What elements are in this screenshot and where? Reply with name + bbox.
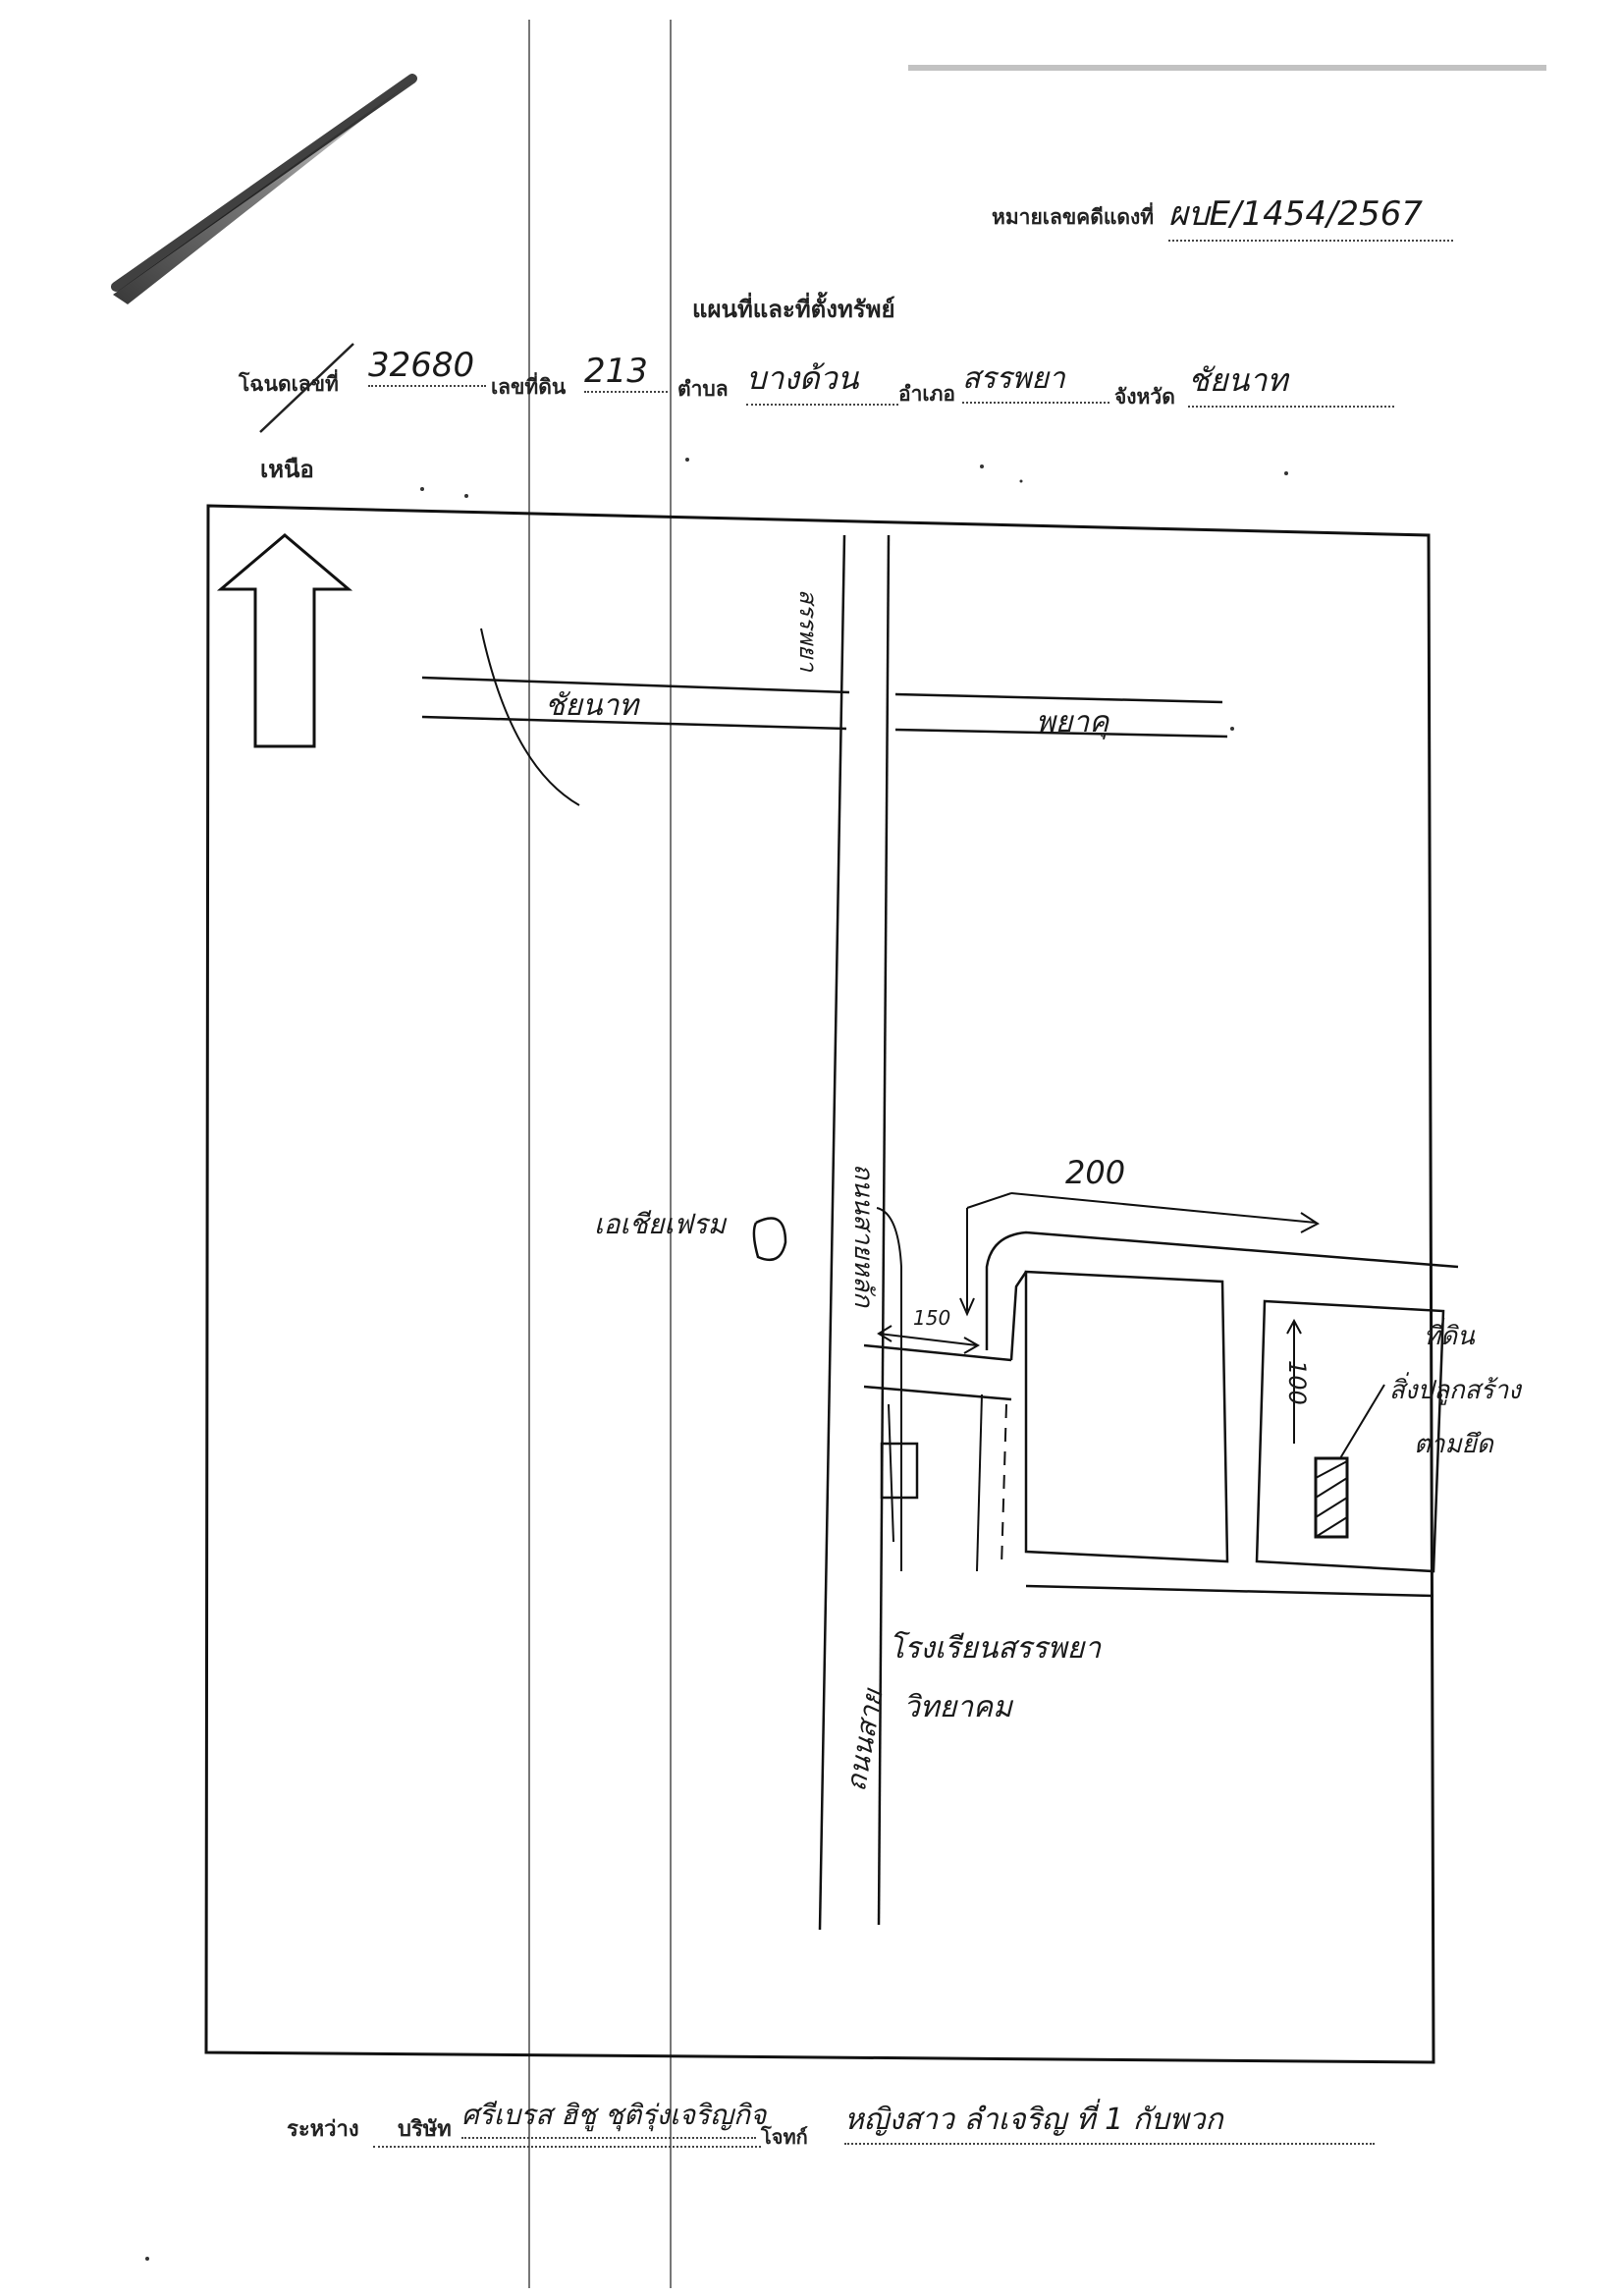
dimension-right: 100 [1283,1360,1311,1405]
map-frame [204,504,1435,2064]
road-label-vertical-mid: ถนนสายหลัก [848,1164,878,1307]
road-label-top-left: ชัยนาท [545,688,639,723]
north-slash [259,343,354,433]
land-no-value: 213 [584,352,668,393]
road-label-vertical-top: สรรพยา [794,589,822,672]
north-arrow-icon [216,533,353,748]
scan-smudge [111,65,1546,304]
between-label: ระหว่าง [287,2116,359,2142]
property-label-line2: สิ่งปลูกสร้าง [1389,1376,1521,1405]
footer-left-dotline [373,2146,761,2148]
plaintiff-role-label: โจทก์ [761,2125,808,2149]
province-label: จังหวัด [1114,384,1175,409]
dimension-top: 200 [1065,1154,1126,1191]
scan-line-left [528,20,530,2288]
deed-value: 32680 [368,346,486,387]
case-number-value: ผบE/1454/2567 [1168,187,1453,242]
defendant-value: หญิงสาว ลำเจริญ ที่ 1 กับพวก [844,2097,1375,2145]
district-value: สรรพยา [962,355,1109,404]
landmark-school-line1: โรงเรียนสรรพยา [889,1631,1102,1666]
scan-line-right [670,20,672,2288]
property-label-line3: ตามยึด [1414,1430,1493,1459]
dimension-left: 150 [913,1306,951,1330]
road-label-top-right: พยาคุ [1036,705,1109,739]
subdistrict-label: ตำบล [677,376,729,401]
subdistrict-value: บางด้วน [746,354,898,406]
landmark-school-line2: วิทยาคม [903,1690,1012,1724]
plaintiff-value: ศรีเบรส ฮิชู ชุติรุ่งเจริญกิจ [461,2094,766,2139]
north-label: เหนือ [260,455,314,483]
land-no-label: เลขที่ดิน [491,374,567,399]
company-label: บริษัท [398,2116,452,2142]
page-title: แผนที่และที่ตั้งทรัพย์ [692,295,895,323]
province-value: ชัยนาท [1188,355,1394,408]
property-label-line1: ที่ดิน [1424,1322,1475,1351]
district-label: อำเภอ [898,381,956,406]
case-number-label: หมายเลขคดีแดงที่ [992,204,1155,229]
landmark-left-label: เอเชียเฟรม [594,1208,727,1240]
